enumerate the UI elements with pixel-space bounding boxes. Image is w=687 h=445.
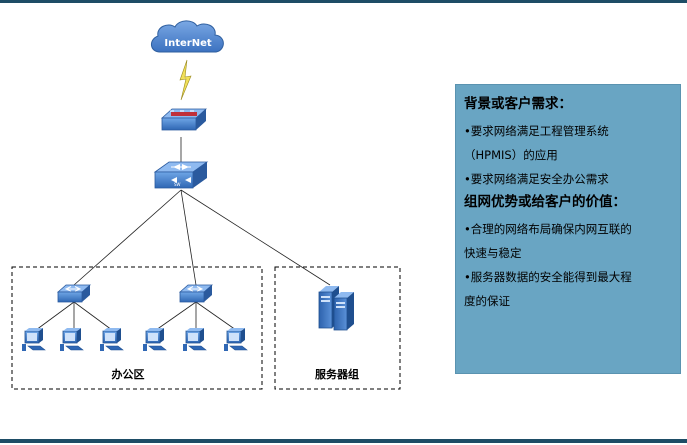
core-switch-icon: SW xyxy=(153,161,209,189)
value-heading: 组网优势或给客户的价值： xyxy=(464,194,626,210)
top-border-bar xyxy=(0,0,687,3)
info-panel: 背景或客户需求： •要求网络满足工程管理系统 （HPMIS）的应用 •要求网络满… xyxy=(455,84,681,374)
office-zone-label: 办公区 xyxy=(112,367,145,381)
access-switch-icon xyxy=(179,284,213,303)
value-item: •服务器数据的安全能得到最大程 xyxy=(464,270,632,284)
requirement-item: （HPMIS）的应用 xyxy=(464,148,558,162)
cloud-label: InterNet xyxy=(164,38,211,49)
access-switch-icon xyxy=(57,284,91,303)
lightning-icon xyxy=(179,59,192,101)
server-icon xyxy=(318,286,354,331)
office-zone-box xyxy=(11,266,263,390)
firewall-icon xyxy=(160,108,208,131)
server-zone-label: 服务器组 xyxy=(315,367,359,381)
pc-icon xyxy=(99,327,124,352)
cables xyxy=(35,137,331,331)
pc-icon xyxy=(142,327,167,352)
requirement-item: •要求网络满足工程管理系统 xyxy=(464,124,609,138)
server-zone-box xyxy=(274,266,401,390)
requirements-heading: 背景或客户需求： xyxy=(464,96,572,112)
pc-icon xyxy=(59,327,84,352)
svg-text:SW: SW xyxy=(174,182,181,187)
value-item: •合理的网络布局确保内网互联的 xyxy=(464,222,632,236)
requirement-item: •要求网络满足安全办公需求 xyxy=(464,172,609,186)
bottom-border-bar xyxy=(0,439,687,443)
pc-icon xyxy=(21,327,46,352)
pc-icon xyxy=(223,327,248,352)
cloud-icon: InterNet xyxy=(151,20,224,53)
value-item: 快速与稳定 xyxy=(464,246,522,260)
value-item: 度的保证 xyxy=(464,294,510,308)
pc-icon xyxy=(182,327,207,352)
